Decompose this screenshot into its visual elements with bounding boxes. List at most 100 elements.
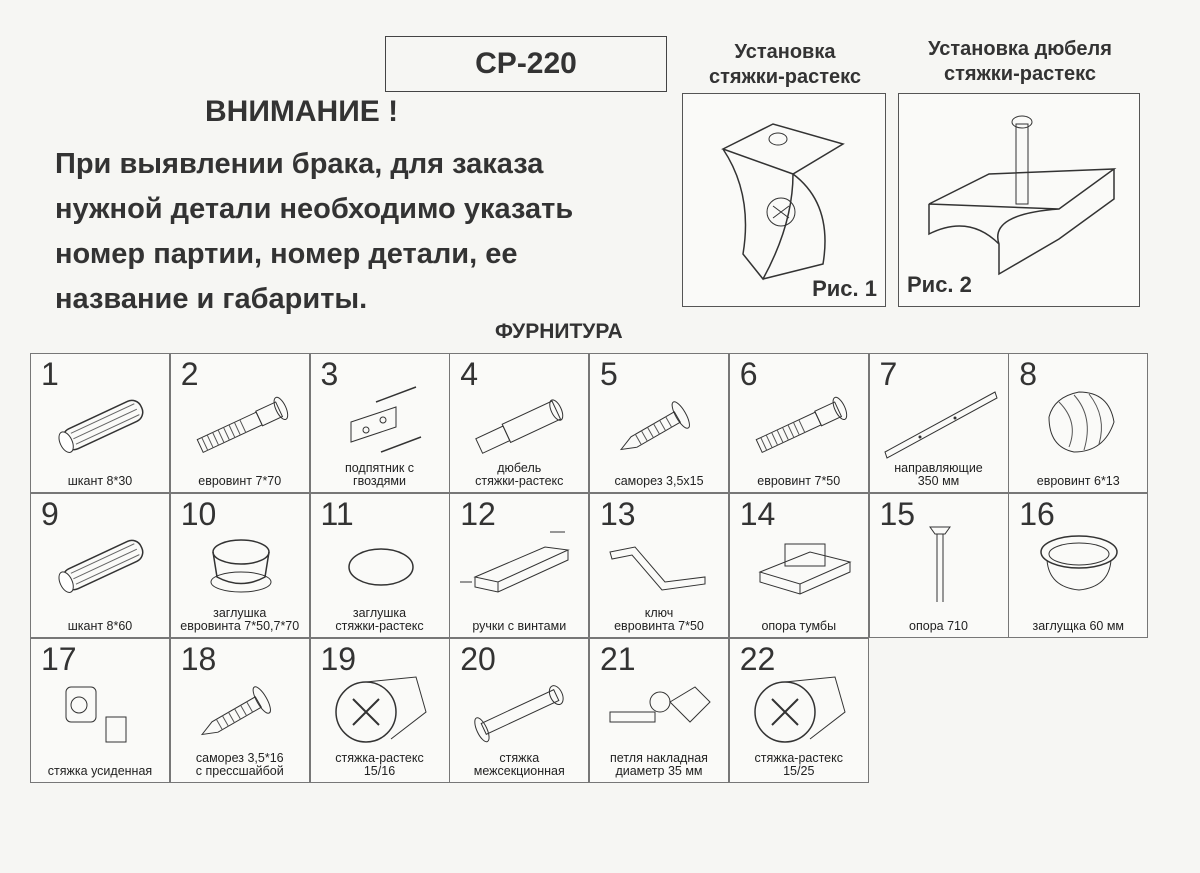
item-number: 16 <box>1019 496 1055 532</box>
item-label-line: саморез 3,5*16 <box>195 751 284 765</box>
warning-line: нужной детали необходимо указать <box>55 193 574 225</box>
item-number: 12 <box>460 496 496 532</box>
item-label: ручки с винтами <box>450 620 588 633</box>
item-number: 20 <box>460 641 496 677</box>
item-number: 19 <box>320 641 357 677</box>
cap-icon <box>210 539 272 593</box>
hardware-item: 12 ручки с винтами <box>449 493 590 638</box>
item-label-line: дюбель <box>497 461 542 475</box>
item-label-line: гвоздями <box>353 474 406 488</box>
item-label-line: стяжки-растекс <box>475 474 564 488</box>
hardware-item: 1 шкант 8*30 <box>30 353 170 493</box>
figure-2-title: Установка дюбеля стяжки-растекс <box>900 37 1140 87</box>
item-label-line: подпятник с <box>344 461 415 475</box>
hardware-item: 15 опора 710 <box>868 493 1009 638</box>
item-label-line: евровинта 7*50,7*70 <box>180 619 300 633</box>
figure-2-caption: Рис. 2 <box>907 272 972 297</box>
item-label-line: евровинта 7*50 <box>614 619 704 633</box>
item-label-line: 15/25 <box>783 764 815 778</box>
cam-lock-icon <box>754 676 846 743</box>
item-label: опора тумбы <box>730 620 868 633</box>
item-number: 7 <box>879 356 898 392</box>
grommet-icon <box>1040 535 1118 591</box>
item-number: 17 <box>41 641 77 677</box>
item-number: 10 <box>180 496 217 532</box>
item-number: 2 <box>180 356 199 392</box>
figure-1: Рис. 1 <box>682 93 886 307</box>
item-label-line: ручки с винтами <box>472 619 567 633</box>
product-code: СР-220 <box>385 36 667 92</box>
item-number: 1 <box>41 356 59 392</box>
product-code-text: СР-220 <box>475 47 577 80</box>
bracket-nails-icon <box>350 386 421 453</box>
item-number: 22 <box>739 641 776 677</box>
item-label: шкант 8*60 <box>31 620 169 633</box>
item-number: 21 <box>600 641 636 677</box>
hardware-item: 6 евровинт 7*50 <box>728 353 869 493</box>
figure-title-line: стяжки-растекс <box>944 63 1096 85</box>
item-number: 4 <box>460 356 479 392</box>
figure-title-line: стяжки-растекс <box>709 66 861 88</box>
item-label: заглущка 60 мм <box>1009 620 1147 633</box>
hardware-item: 17 стяжка усиденная <box>30 638 170 783</box>
figure-title-line: Установка <box>734 41 836 63</box>
item-label-line: заглущка 60 мм <box>1032 619 1125 633</box>
dowel-icon <box>58 539 144 593</box>
item-label-line: опора 710 <box>909 619 968 633</box>
item-label-line: с прессшайбой <box>195 764 284 778</box>
figure-title-line: Установка дюбеля <box>928 38 1112 60</box>
cam-lock-icon <box>334 676 427 743</box>
item-number: 8 <box>1019 356 1038 392</box>
warning-line: номер партии, номер детали, ее <box>55 238 518 270</box>
support-icon <box>758 543 852 595</box>
warning-line: название и габариты. <box>55 283 368 315</box>
figure-2: Рис. 2 <box>898 93 1140 307</box>
warning-title: ВНИМАНИЕ ! <box>205 95 399 128</box>
item-label-line: направляющие <box>894 461 983 475</box>
item-label: стяжка усиденная <box>31 765 169 778</box>
figure-1-caption: Рис. 1 <box>812 276 877 301</box>
self-tapping-screw-icon <box>619 401 690 451</box>
item-number: 13 <box>600 496 636 532</box>
item-number: 6 <box>739 356 758 392</box>
item-number: 5 <box>600 356 618 392</box>
connector-icon <box>65 686 127 743</box>
figure-1-title: Установка стяжки-растекс <box>690 40 880 90</box>
disc-cap-icon <box>347 548 414 586</box>
item-label-line: ключ <box>644 606 674 620</box>
item-label-line: опора тумбы <box>761 619 837 633</box>
item-label-line: евровинт 7*70 <box>198 474 282 488</box>
bolt-icon <box>474 685 564 743</box>
cam-lock-installation-drawing <box>721 123 845 281</box>
handle-icon <box>460 531 571 593</box>
item-label-line: петля накладная <box>610 751 708 765</box>
screw-icon <box>755 396 847 454</box>
rail-icon <box>883 391 998 459</box>
item-label-line: межсекционная <box>473 764 565 778</box>
screw-anchor-icon <box>1048 391 1115 453</box>
item-label: шкант 8*30 <box>31 475 169 488</box>
item-number: 15 <box>879 496 916 532</box>
item-label: евровинт 7*50 <box>730 475 868 488</box>
item-label-line: стяжка-растекс <box>335 751 424 765</box>
